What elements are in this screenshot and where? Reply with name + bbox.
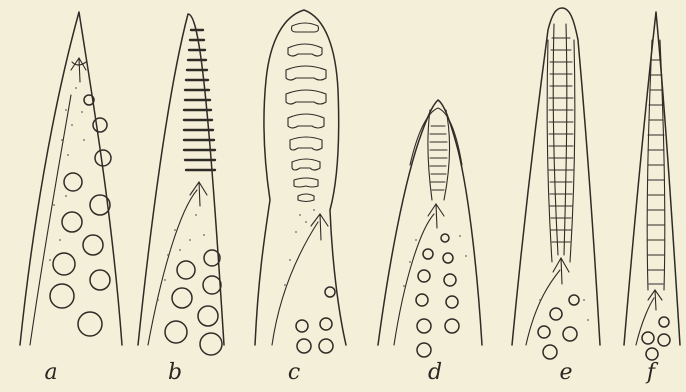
- panel-e-suckers: [538, 295, 579, 359]
- panel-c-arm-tip: [255, 10, 346, 353]
- panel-b-suckers: [165, 250, 222, 355]
- panel-label-f: f: [636, 362, 666, 384]
- panel-label-d: d: [420, 362, 450, 384]
- panel-f-suckers: [642, 317, 670, 360]
- panel-c-lamellae: [286, 23, 326, 202]
- panel-b-arm-tip: [138, 14, 224, 355]
- panel-a-arm-tip: [20, 12, 122, 345]
- panel-d-arm-tip: [378, 100, 482, 357]
- panel-a-suckers: [50, 95, 111, 336]
- panel-e-arm-tip: [512, 8, 600, 359]
- panel-c-suckers: [296, 287, 335, 353]
- panel-d-suckers: [416, 234, 459, 357]
- panel-f-arm-tip: [624, 12, 680, 360]
- panel-label-c: c: [279, 362, 309, 384]
- panel-label-e: e: [551, 362, 581, 384]
- panel-label-a: a: [36, 362, 66, 384]
- panel-label-b: b: [160, 362, 190, 384]
- panel-b-hectocotylus-ridges: [184, 30, 215, 170]
